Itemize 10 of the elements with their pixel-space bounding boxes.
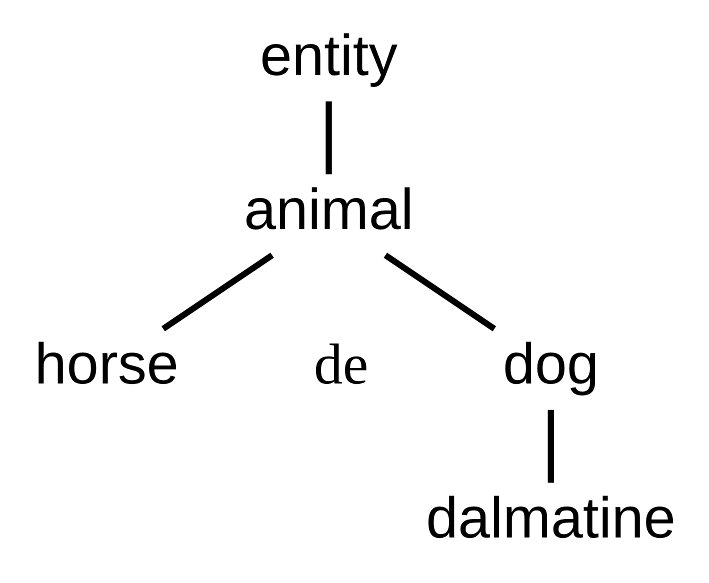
node-text: horse xyxy=(34,332,178,396)
connector xyxy=(547,409,554,482)
connector xyxy=(383,252,496,331)
connector xyxy=(160,252,274,331)
node-text: animal xyxy=(243,178,414,242)
label: de xyxy=(313,332,368,396)
connector xyxy=(325,100,332,174)
node-text: dog xyxy=(502,332,598,396)
node-text: entity xyxy=(259,23,398,88)
node-text: dalmatine xyxy=(426,486,676,550)
